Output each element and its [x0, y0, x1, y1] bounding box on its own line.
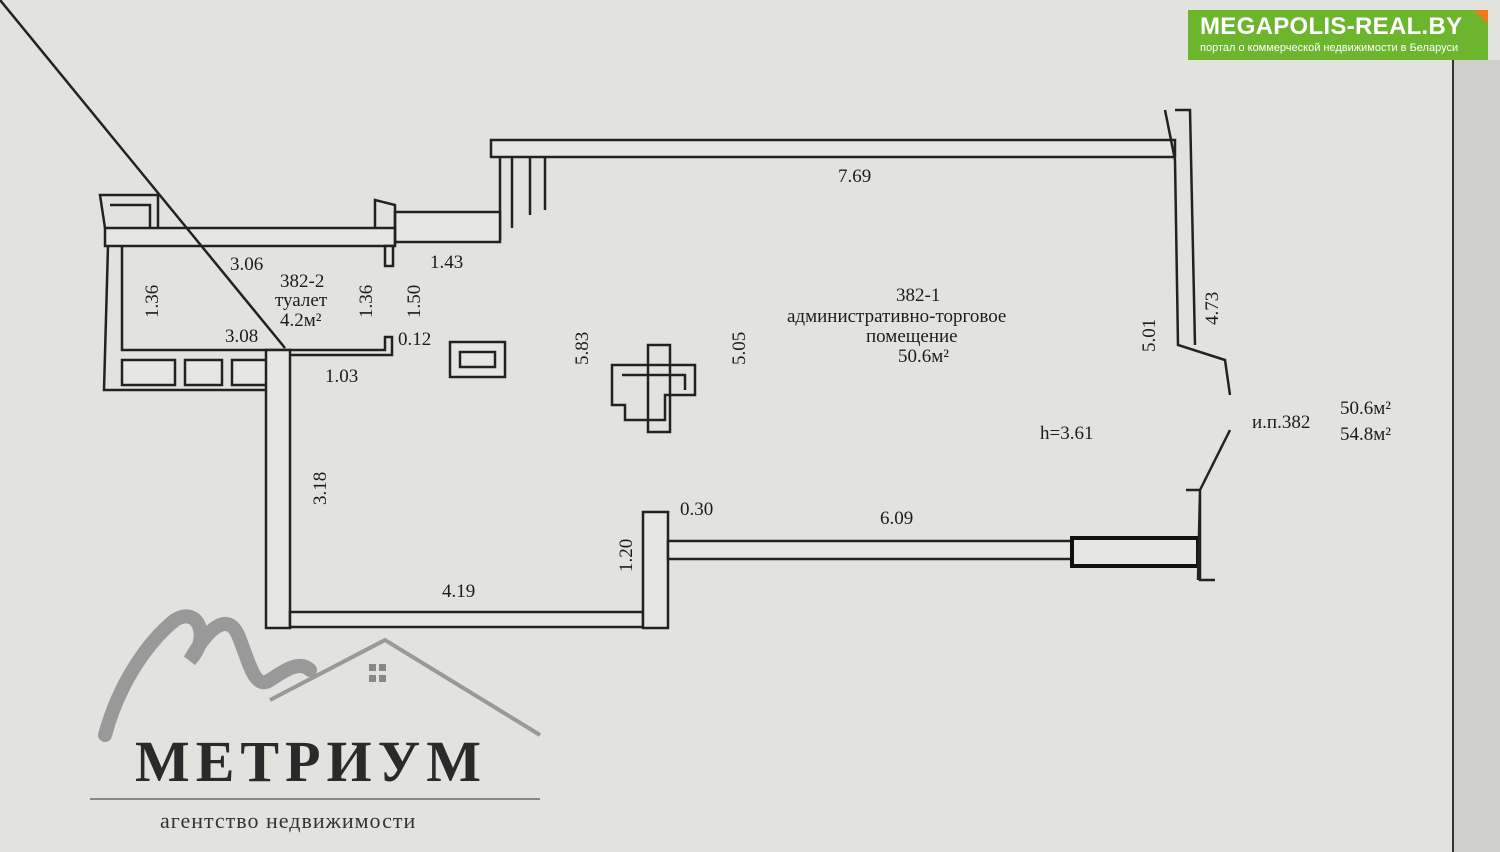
- dim-419: 4.19: [442, 581, 475, 602]
- dim-583: 5.83: [572, 332, 593, 365]
- window-block: [1070, 536, 1200, 568]
- dim-step: 1.43: [430, 252, 463, 273]
- dim-toilet-right: 1.36: [356, 285, 377, 318]
- watermark-title: MEGAPOLIS-REAL.BY: [1200, 13, 1463, 40]
- logo-name: МЕТРИУМ: [135, 729, 487, 794]
- ceiling-height: h=3.61: [1040, 423, 1093, 444]
- paper-edge: [1452, 60, 1500, 852]
- wall-top-left: [98, 193, 397, 245]
- megapolis-watermark: MEGAPOLIS-REAL.BY портал о коммерческой …: [1188, 10, 1488, 60]
- dim-473: 4.73: [1202, 292, 1223, 325]
- dim-030: 0.30: [680, 499, 713, 520]
- logo-tagline: агентство недвижимости: [160, 808, 417, 833]
- logo-divider: [90, 798, 540, 800]
- dim-120: 1.20: [616, 539, 637, 572]
- wall-toilet: [102, 245, 394, 392]
- wall-bottom: [288, 610, 645, 629]
- wall-toilet-top: [103, 226, 397, 248]
- dim-318: 3.18: [310, 472, 331, 505]
- dim-toilet-bottom: 3.08: [225, 326, 258, 347]
- dim-609: 6.09: [880, 508, 913, 529]
- main-room-name2: помещение: [866, 326, 958, 347]
- dim-012: 0.12: [398, 329, 431, 350]
- dim-501: 5.01: [1139, 319, 1160, 352]
- premises-area1: 50.6м²: [1340, 398, 1391, 419]
- dim-toilet-left: 1.36: [142, 285, 163, 318]
- room-area: 4.2м²: [280, 310, 322, 331]
- main-room-area: 50.6м²: [898, 346, 949, 367]
- column: [641, 510, 670, 630]
- fixture: [120, 358, 177, 387]
- wall-step-horizontal: [393, 210, 502, 244]
- room-id: 382-2: [280, 271, 324, 292]
- column-object-inner: [458, 350, 497, 369]
- column-object: [610, 343, 697, 434]
- dim-toilet-top: 3.06: [230, 254, 263, 275]
- wall-top: [489, 138, 1177, 159]
- premises-label: и.п.382: [1252, 412, 1310, 433]
- wall-bottom-right: [666, 539, 1074, 561]
- watermark-subtitle: портал о коммерческой недвижимости в Бел…: [1200, 42, 1459, 54]
- premises-area2: 54.8м²: [1340, 424, 1391, 445]
- metrium-logo-icon: [98, 609, 542, 742]
- wall-stub: [383, 244, 395, 268]
- dim-103: 1.03: [325, 366, 358, 387]
- dim-505: 5.05: [729, 332, 750, 365]
- room-name: туалет: [275, 290, 328, 311]
- dim-top: 7.69: [838, 166, 871, 187]
- wall-right: [1163, 108, 1232, 582]
- corner-flag-icon: [1474, 10, 1488, 24]
- main-room-name: административно-торговое: [787, 306, 1006, 327]
- wall-left: [264, 348, 292, 630]
- fixture: [183, 358, 224, 387]
- dim-150: 1.50: [404, 285, 425, 318]
- main-room-id: 382-1: [896, 285, 940, 306]
- wall-step: [498, 157, 547, 240]
